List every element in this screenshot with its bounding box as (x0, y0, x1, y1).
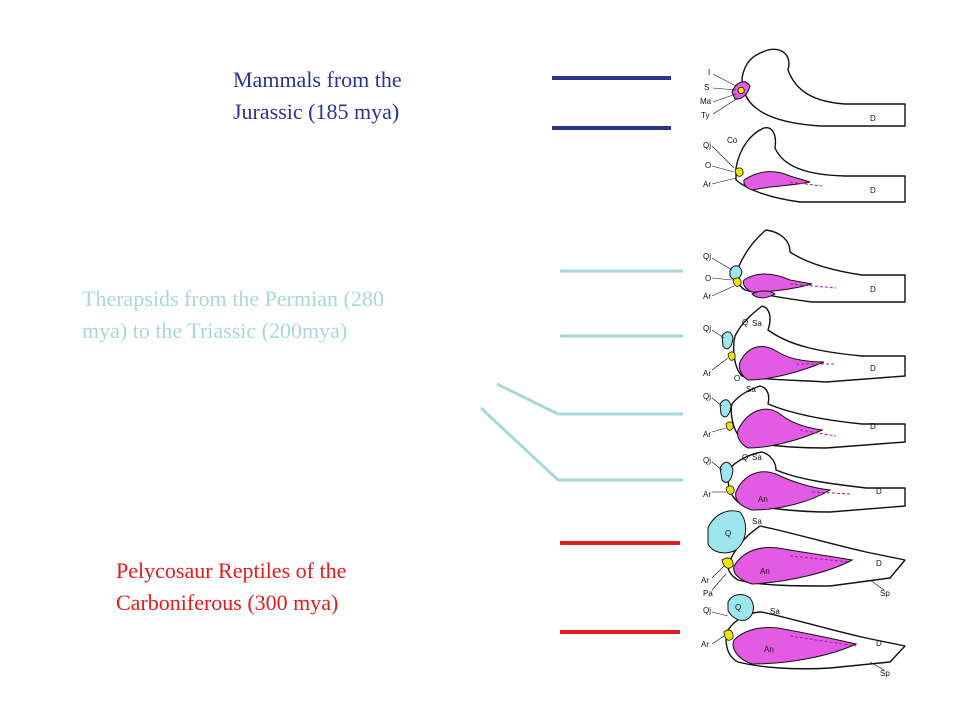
label-ar: Ar (703, 430, 711, 439)
label-d: D (876, 487, 882, 496)
label-qj: Qj (703, 252, 711, 261)
jaw-therapsid-1: Qj O Ar D (703, 229, 906, 303)
mammals-label-line-2: Jurassic (185 mya) (233, 99, 400, 124)
label-sa: Sa (746, 385, 756, 394)
jaw-pelycosaur-2: Q Sa Qj Ar An D Sp (701, 594, 906, 678)
label-ar: Ar (701, 640, 709, 649)
jaw-therapsid-2: Q Sa Qj Ar D (703, 305, 906, 383)
mammals-label: Mammals from the Jurassic (185 mya) (233, 64, 402, 128)
label-an: An (758, 495, 768, 504)
label-q: Q (742, 453, 748, 462)
therapsids-label-line-1: Therapsids from the Permian (280 (82, 286, 384, 311)
label-d: D (876, 559, 882, 568)
jaw-pelycosaur-1: Q Sa Ar Pa An D Sp (701, 510, 906, 598)
therapsid-connectors (479, 269, 683, 482)
label-d: D (870, 364, 876, 373)
pelycosaur-label-line-2: Carboniferous (300 mya) (116, 590, 339, 615)
label-qj: Qj (703, 392, 711, 401)
label-d: D (870, 285, 876, 294)
pelycosaur-connectors (560, 541, 680, 634)
label-sp: Sp (880, 669, 890, 678)
label-d: D (870, 186, 876, 195)
mammal-connectors (552, 76, 671, 130)
label-o: O (734, 374, 740, 383)
label-co: Co (727, 136, 738, 145)
label-q: Q (735, 603, 741, 612)
label-an: An (764, 645, 774, 654)
jaw-therapsid-4: Q Sa Qj Ar An D (703, 451, 906, 513)
therapsid-connector-3 (496, 382, 683, 416)
jaw-mammal-2: Co Qj O Ar D (703, 127, 906, 203)
label-sp: Sp (880, 589, 890, 598)
label-ar: Ar (703, 490, 711, 499)
therapsids-label: Therapsids from the Permian (280 mya) to… (82, 283, 384, 347)
label-an: An (760, 567, 770, 576)
label-sa: Sa (752, 453, 762, 462)
label-sa: Sa (770, 607, 780, 616)
pelycosaur-label: Pelycosaur Reptiles of the Carboniferous… (116, 555, 346, 619)
label-pa: Pa (703, 589, 713, 598)
label-ty: Ty (701, 111, 709, 120)
label-qj: Qj (703, 456, 711, 465)
label-s: S (704, 83, 709, 92)
label-i: I (708, 68, 710, 77)
jaw-therapsid-3: O Sa Qj Ar D (703, 374, 906, 449)
label-sa: Sa (752, 517, 762, 526)
label-ma: Ma (700, 97, 712, 106)
label-q: Q (742, 318, 748, 327)
label-ar: Ar (701, 576, 709, 585)
label-o: O (705, 161, 711, 170)
label-ar: Ar (703, 369, 711, 378)
label-d: D (876, 639, 882, 648)
label-ar: Ar (703, 180, 711, 189)
label-qj: Qj (703, 606, 711, 615)
jaw-mammal-1: I S Ma Ty D (700, 48, 906, 127)
label-d: D (870, 114, 876, 123)
label-qj: Qj (703, 324, 711, 333)
mammals-label-line-1: Mammals from the (233, 67, 402, 92)
therapsids-label-line-2: mya) to the Triassic (200mya) (82, 318, 348, 343)
label-ar: Ar (703, 292, 711, 301)
label-o: O (705, 274, 711, 283)
pelycosaur-label-line-1: Pelycosaur Reptiles of the (116, 558, 347, 583)
label-d: D (870, 422, 876, 431)
label-q: Q (725, 529, 731, 538)
label-qj: Qj (703, 141, 711, 150)
label-sa: Sa (752, 319, 762, 328)
therapsid-connector-4 (479, 406, 683, 482)
